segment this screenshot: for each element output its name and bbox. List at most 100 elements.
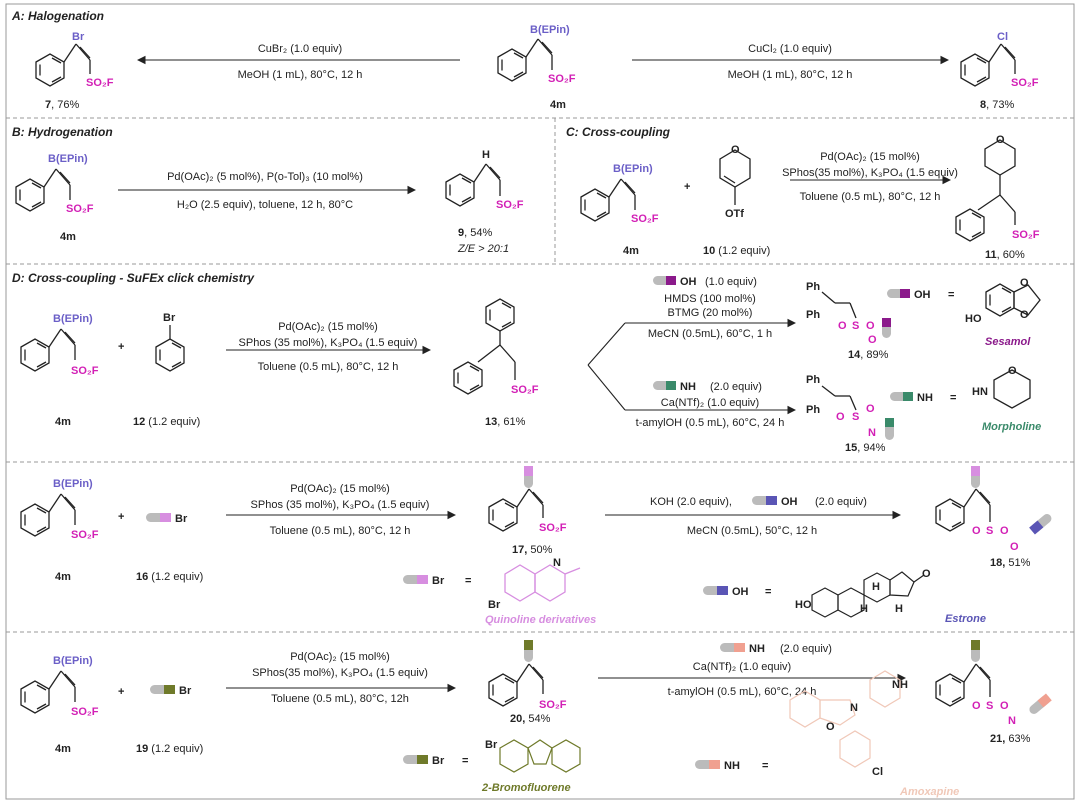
- e-r2-cond1: KOH (2.0 equiv),: [650, 496, 732, 508]
- atom-bepin: B(EPin): [530, 24, 570, 36]
- compound-11-id: 11: [985, 249, 997, 261]
- b-cond1: Pd(OAc)₂ (5 mol%), P(o-Tol)₃ (10 mol%): [167, 171, 363, 183]
- atom-h: H: [482, 149, 490, 161]
- label-bromofluorene: 2-Bromofluorene: [481, 782, 571, 794]
- section-d-title: D: Cross-coupling - SuFEx click chemistr…: [12, 271, 255, 285]
- compound-4m-id: 4m: [550, 99, 566, 111]
- svg-text:8, 73%: 8, 73%: [980, 99, 1014, 111]
- atom-o: O: [1000, 525, 1009, 537]
- atom-so2f: SO₂F: [1012, 229, 1040, 241]
- compound-14-yield: , 89%: [860, 349, 888, 361]
- label-amoxapine: Amoxapine: [899, 786, 959, 798]
- fluorene-structure: [499, 739, 581, 773]
- f-cond2: SPhos(35 mol%), K₃PO₄ (1.5 equiv): [252, 667, 428, 679]
- estrone-structure: [811, 571, 925, 618]
- atom-cl: Cl: [872, 766, 883, 778]
- atom-so2f: SO₂F: [631, 213, 659, 225]
- d-cond1: Pd(OAc)₂ (15 mol%): [278, 321, 378, 333]
- e-r2-reagent: (2.0 equiv): [815, 496, 867, 508]
- atom-so2f: SO₂F: [1011, 77, 1039, 89]
- svg-text:14, 89%: 14, 89%: [848, 349, 889, 361]
- atom-oh: OH: [781, 496, 798, 508]
- section-f: B(EPin) SO₂F 4m + Br 19 (1.2 equiv) Pd(O…: [20, 640, 1052, 798]
- atom-o: O: [868, 334, 877, 346]
- atom-o: O: [1008, 365, 1017, 377]
- svg-text:13, 61%: 13, 61%: [485, 416, 526, 428]
- atom-br: Br: [485, 739, 498, 751]
- atom-n: N: [868, 427, 876, 439]
- compound-14-id: 14: [848, 349, 861, 361]
- svg-text:19 (1.2 equiv): 19 (1.2 equiv): [136, 743, 203, 755]
- quinoline-structure: [504, 564, 581, 602]
- c-cond2: SPhos(35 mol%), K₃PO₄ (1.5 equiv): [782, 167, 958, 179]
- atom-nh: NH: [749, 643, 765, 655]
- svg-text:9, 54%: 9, 54%: [458, 227, 492, 239]
- section-b-title: B: Hydrogenation: [12, 125, 113, 139]
- compound-10-equiv: (1.2 equiv): [715, 245, 770, 257]
- atom-s: S: [852, 320, 859, 332]
- atom-oh: OH: [914, 289, 931, 301]
- plus-sign: +: [684, 181, 690, 193]
- svg-text:17, 50%: 17, 50%: [512, 544, 553, 556]
- e-cond2: SPhos (35 mol%), K₃PO₄ (1.5 equiv): [251, 499, 430, 511]
- c-cond1: Pd(OAc)₂ (15 mol%): [820, 151, 920, 163]
- atom-br: Br: [72, 31, 85, 43]
- plus-sign: +: [118, 341, 124, 353]
- d-up-reagent: (1.0 equiv): [705, 276, 757, 288]
- compound-4m-id: 4m: [55, 416, 71, 428]
- d-dn-cond1: Ca(NTf)₂ (1.0 equiv): [661, 397, 759, 409]
- atom-n: N: [553, 557, 561, 569]
- atom-hn: HN: [972, 386, 988, 398]
- section-d: D: Cross-coupling - SuFEx click chemistr…: [12, 271, 1041, 454]
- section-a: A: Halogenation Br SO₂F 7, 76% CuBr₂ (1.…: [11, 9, 1039, 111]
- atom-h: H: [872, 581, 880, 593]
- atom-so2f: SO₂F: [86, 77, 114, 89]
- compound-13-id: 13: [485, 416, 497, 428]
- atom-ho: HO: [795, 599, 812, 611]
- atom-o: O: [1010, 541, 1019, 553]
- atom-so2f: SO₂F: [496, 199, 524, 211]
- svg-text:11, 60%: 11, 60%: [985, 249, 1025, 261]
- compound-12-id: 12: [133, 416, 145, 428]
- a-right-cond2: MeOH (1 mL), 80°C, 12 h: [728, 69, 853, 81]
- atom-ph: Ph: [806, 281, 820, 293]
- atom-so2f: SO₂F: [71, 365, 99, 377]
- atom-so2f: SO₂F: [548, 73, 576, 85]
- f-r2-reagent: (2.0 equiv): [780, 643, 832, 655]
- section-a-title: A: Halogenation: [11, 9, 104, 23]
- atom-nh: NH: [917, 392, 933, 404]
- ze-ratio: Z/E > 20:1: [457, 243, 509, 255]
- section-borders: [5, 3, 1075, 800]
- svg-text:15, 94%: 15, 94%: [845, 442, 886, 454]
- section-e: B(EPin) SO₂F 4m + Br 16 (1.2 equiv) Pd(O…: [20, 466, 1052, 626]
- equals-sign: =: [465, 575, 471, 587]
- atom-o: O: [972, 700, 981, 712]
- atom-bepin: B(EPin): [53, 655, 93, 667]
- compound-7-id: 7: [45, 99, 51, 111]
- atom-br: Br: [488, 599, 501, 611]
- compound-9-yield: , 54%: [464, 227, 492, 239]
- atom-nh: NH: [892, 679, 908, 691]
- compound-7-yield: , 76%: [51, 99, 79, 111]
- atom-br: Br: [175, 513, 188, 525]
- e-cond3: Toluene (0.5 mL), 80°C, 12 h: [270, 525, 411, 537]
- atom-o: O: [972, 525, 981, 537]
- f-cond3: Toluene (0.5 mL), 80°C, 12h: [271, 693, 409, 705]
- d-dn-reagent: (2.0 equiv): [710, 381, 762, 393]
- atom-o: O: [1020, 277, 1029, 289]
- atom-o: O: [836, 411, 845, 423]
- atom-s: S: [852, 411, 859, 423]
- atom-bepin: B(EPin): [53, 313, 93, 325]
- atom-bepin: B(EPin): [48, 153, 88, 165]
- atom-br: Br: [432, 755, 445, 767]
- atom-so2f: SO₂F: [66, 203, 94, 215]
- label-estrone: Estrone: [945, 613, 986, 625]
- atom-br: Br: [163, 312, 176, 324]
- compound-4m-id: 4m: [55, 743, 71, 755]
- compound-18-id: 18,: [990, 557, 1005, 569]
- atom-so2f: SO₂F: [539, 699, 567, 711]
- label-quinoline: Quinoline derivatives: [485, 614, 596, 626]
- atom-o: O: [866, 403, 875, 415]
- d-up-cond2: BTMG (20 mol%): [668, 307, 753, 319]
- equals-sign: =: [762, 760, 768, 772]
